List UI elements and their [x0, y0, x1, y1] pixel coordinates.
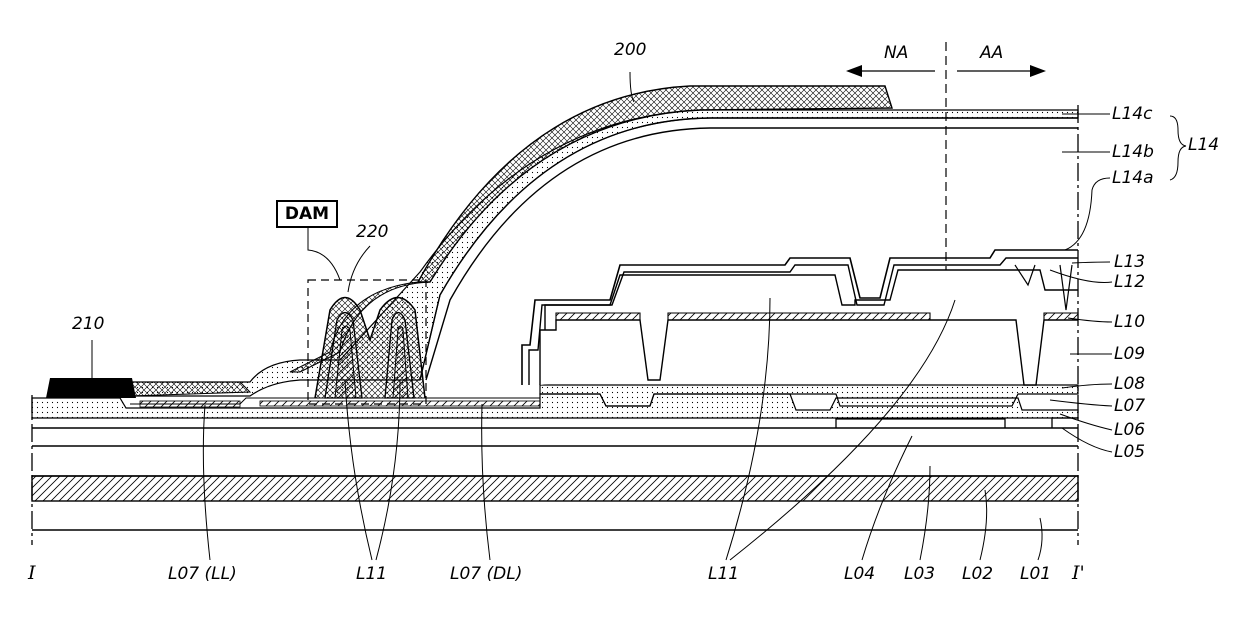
- leader-L01: [1038, 518, 1042, 560]
- label-section-end: I': [1072, 564, 1085, 583]
- label-L02: L02: [962, 566, 993, 583]
- label-210: 210: [72, 316, 104, 333]
- layer-L12-detail: [1015, 265, 1072, 310]
- label-section-start: I: [28, 564, 36, 583]
- label-L06: L06: [1114, 422, 1145, 439]
- brace-L14: [1170, 116, 1186, 180]
- label-L11-right: L11: [708, 566, 739, 583]
- label-L07: L07: [1114, 398, 1145, 415]
- label-L14: L14: [1188, 137, 1219, 154]
- leader-L11-left-b: [376, 380, 400, 560]
- label-na: NA: [884, 45, 908, 62]
- leader-L11-left-a: [345, 380, 372, 560]
- block-210: [46, 378, 136, 398]
- label-aa: AA: [980, 45, 1003, 62]
- label-L01: L01: [1020, 566, 1051, 583]
- leader-L05: [1062, 428, 1112, 452]
- aa-arrow-head: [1030, 65, 1046, 77]
- label-L12: L12: [1114, 274, 1145, 291]
- label-200: 200: [614, 42, 646, 59]
- label-L04: L04: [844, 566, 875, 583]
- leader-L07: [1050, 400, 1112, 406]
- label-L05: L05: [1114, 444, 1145, 461]
- leader-L12: [1050, 270, 1112, 283]
- label-L14a: L14a: [1112, 170, 1154, 187]
- label-L13: L13: [1114, 254, 1145, 271]
- layer-L09: [540, 320, 1078, 385]
- layer-L07-LL: [140, 401, 240, 407]
- label-L10: L10: [1114, 314, 1145, 331]
- label-L14c: L14c: [1112, 106, 1152, 123]
- label-220: 220: [356, 224, 388, 241]
- label-L07-LL: L07 (LL): [168, 566, 237, 583]
- label-dam: DAM: [276, 200, 338, 228]
- na-arrow-head: [846, 65, 862, 77]
- label-L11-left: L11: [356, 566, 387, 583]
- layer-L10: [556, 313, 1078, 320]
- leader-220: [348, 246, 370, 292]
- layer-L08: [540, 385, 1078, 406]
- layer-L02: [32, 476, 1078, 501]
- label-L07-DL: L07 (DL): [450, 566, 522, 583]
- label-L14b: L14b: [1112, 144, 1154, 161]
- label-L03: L03: [904, 566, 935, 583]
- layer-L06: [836, 419, 1005, 428]
- label-L09: L09: [1114, 346, 1145, 363]
- leader-L14a: [1065, 178, 1110, 250]
- label-L08: L08: [1114, 376, 1145, 393]
- leader-dam: [308, 228, 340, 280]
